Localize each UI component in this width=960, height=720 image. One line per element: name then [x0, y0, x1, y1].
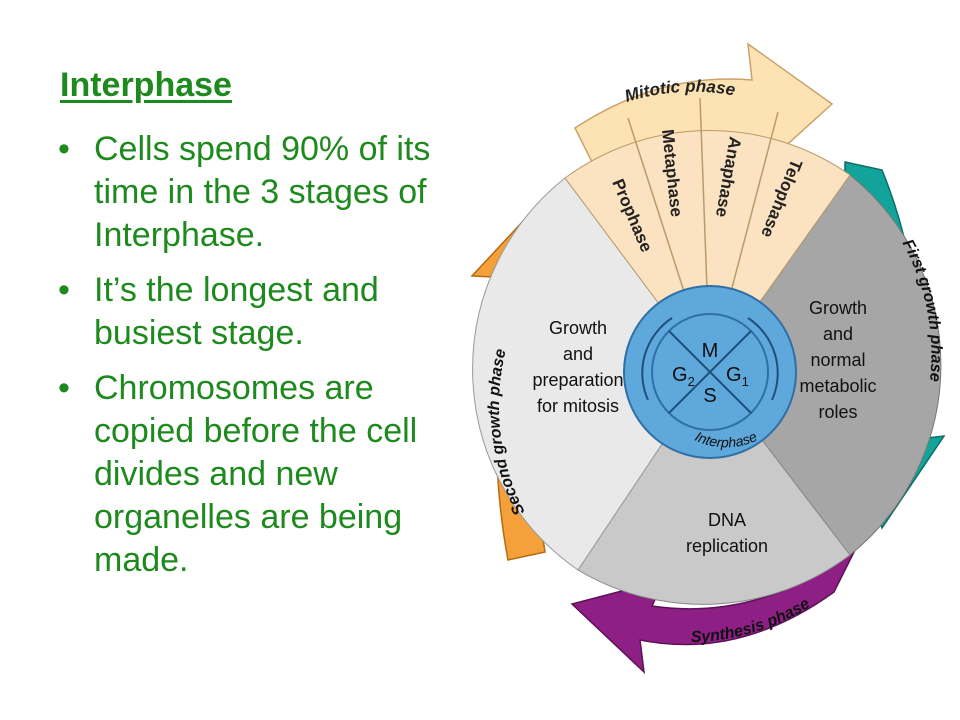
bullet-item: • Chromosomes are copied before the cell …	[58, 367, 468, 582]
sector-g2-text: Growth and preparation for mitosis	[532, 318, 623, 416]
sector-g1-line: and	[823, 324, 853, 344]
sector-g1	[709, 174, 942, 556]
bullet-text: It’s the longest and busiest stage.	[94, 271, 379, 352]
slide-title: Interphase	[60, 66, 232, 104]
hub-g1-sub: 1	[742, 374, 749, 389]
sector-g1-line: Growth	[809, 298, 867, 318]
bullet-dot: •	[58, 130, 70, 168]
hub-g2-sub: 2	[688, 374, 695, 389]
cell-cycle-diagram: Prophase Metaphase Anaphase Telophase Gr…	[470, 42, 946, 674]
sector-g2	[472, 177, 711, 571]
sector-g1-line: roles	[818, 402, 857, 422]
sector-g2-line: and	[563, 344, 593, 364]
hub-cycle-arrow	[641, 317, 673, 401]
hub-g2: G2	[672, 364, 695, 389]
bullet-item: • Cells spend 90% of its time in the 3 st…	[58, 128, 468, 257]
hub-cycle-arrow	[747, 317, 779, 401]
sector-s-line: DNA	[708, 510, 746, 530]
bullet-item: • It’s the longest and busiest stage.	[58, 269, 468, 355]
sector-g1-line: metabolic	[799, 376, 876, 396]
bullet-list: • Cells spend 90% of its time in the 3 st…	[58, 128, 468, 594]
bullet-dot: •	[58, 369, 70, 407]
hub-g1: G1	[726, 364, 749, 389]
sector-s	[577, 371, 851, 605]
sector-mitosis	[564, 130, 851, 373]
interphase-hub: M S G2 G1 Interphase	[623, 285, 797, 459]
bullet-text: Chromosomes are copied before the cell d…	[94, 369, 418, 579]
sector-g1-line: normal	[810, 350, 865, 370]
sector-s-line: replication	[686, 536, 768, 556]
sector-g2-line: preparation	[532, 370, 623, 390]
sector-g2-line: Growth	[549, 318, 607, 338]
hub-ring-label: Interphase	[693, 428, 760, 450]
sector-g2-line: for mitosis	[537, 396, 619, 416]
bullet-dot: •	[58, 271, 70, 309]
hub-g2-letter: G	[672, 364, 688, 386]
hub-m: M	[702, 340, 719, 362]
hub-g1-letter: G	[726, 364, 742, 386]
sector-g1-text: Growth and normal metabolic roles	[799, 298, 876, 422]
bullet-text: Cells spend 90% of its time in the 3 sta…	[94, 130, 431, 254]
sector-s-text: DNA replication	[686, 510, 768, 556]
hub-divider	[668, 330, 752, 414]
hub-s: S	[703, 385, 716, 407]
hub-ring-path: Interphase	[693, 428, 760, 450]
